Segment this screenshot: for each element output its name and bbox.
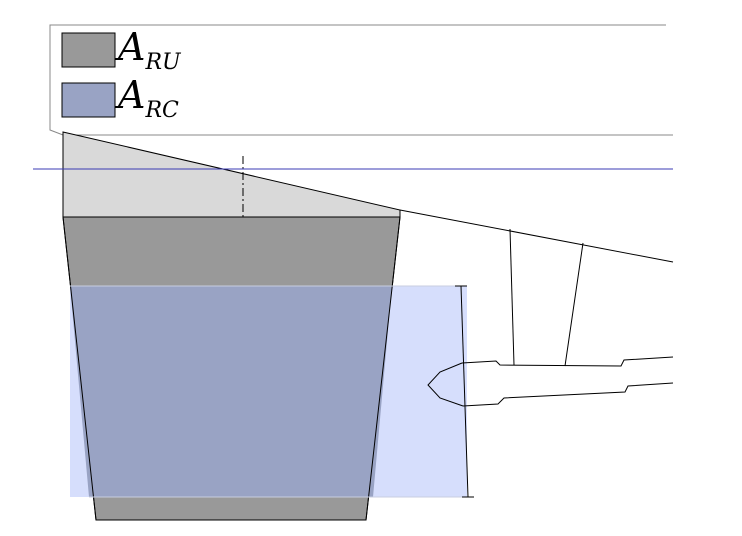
legend-swatch-ru [61, 32, 116, 68]
sloped-surface-line [399, 209, 674, 263]
legend: ARU ARC [61, 25, 182, 123]
rc-overlap-region [70, 286, 392, 497]
svg-text:ARC: ARC [115, 73, 179, 123]
dimension-line [460, 285, 469, 498]
legend-item-rc: ARC [61, 73, 179, 123]
legend-item-ru: ARU [61, 25, 182, 75]
legend-label-ru-sub: RU [144, 50, 182, 75]
legend-swatch-rc [61, 82, 116, 118]
legend-label-rc-sub: RC [144, 98, 179, 123]
trapezoid-side-edges [62, 216, 401, 521]
svg-text:ARU: ARU [115, 25, 182, 75]
legend-label-ru-base: A [115, 25, 145, 69]
bolt-outline [427, 356, 674, 407]
strut-right [564, 242, 584, 367]
legend-label-rc-base: A [115, 73, 145, 117]
legend-box-outline [49, 24, 673, 136]
upper-wedge [62, 131, 401, 218]
strut-left [509, 228, 515, 366]
